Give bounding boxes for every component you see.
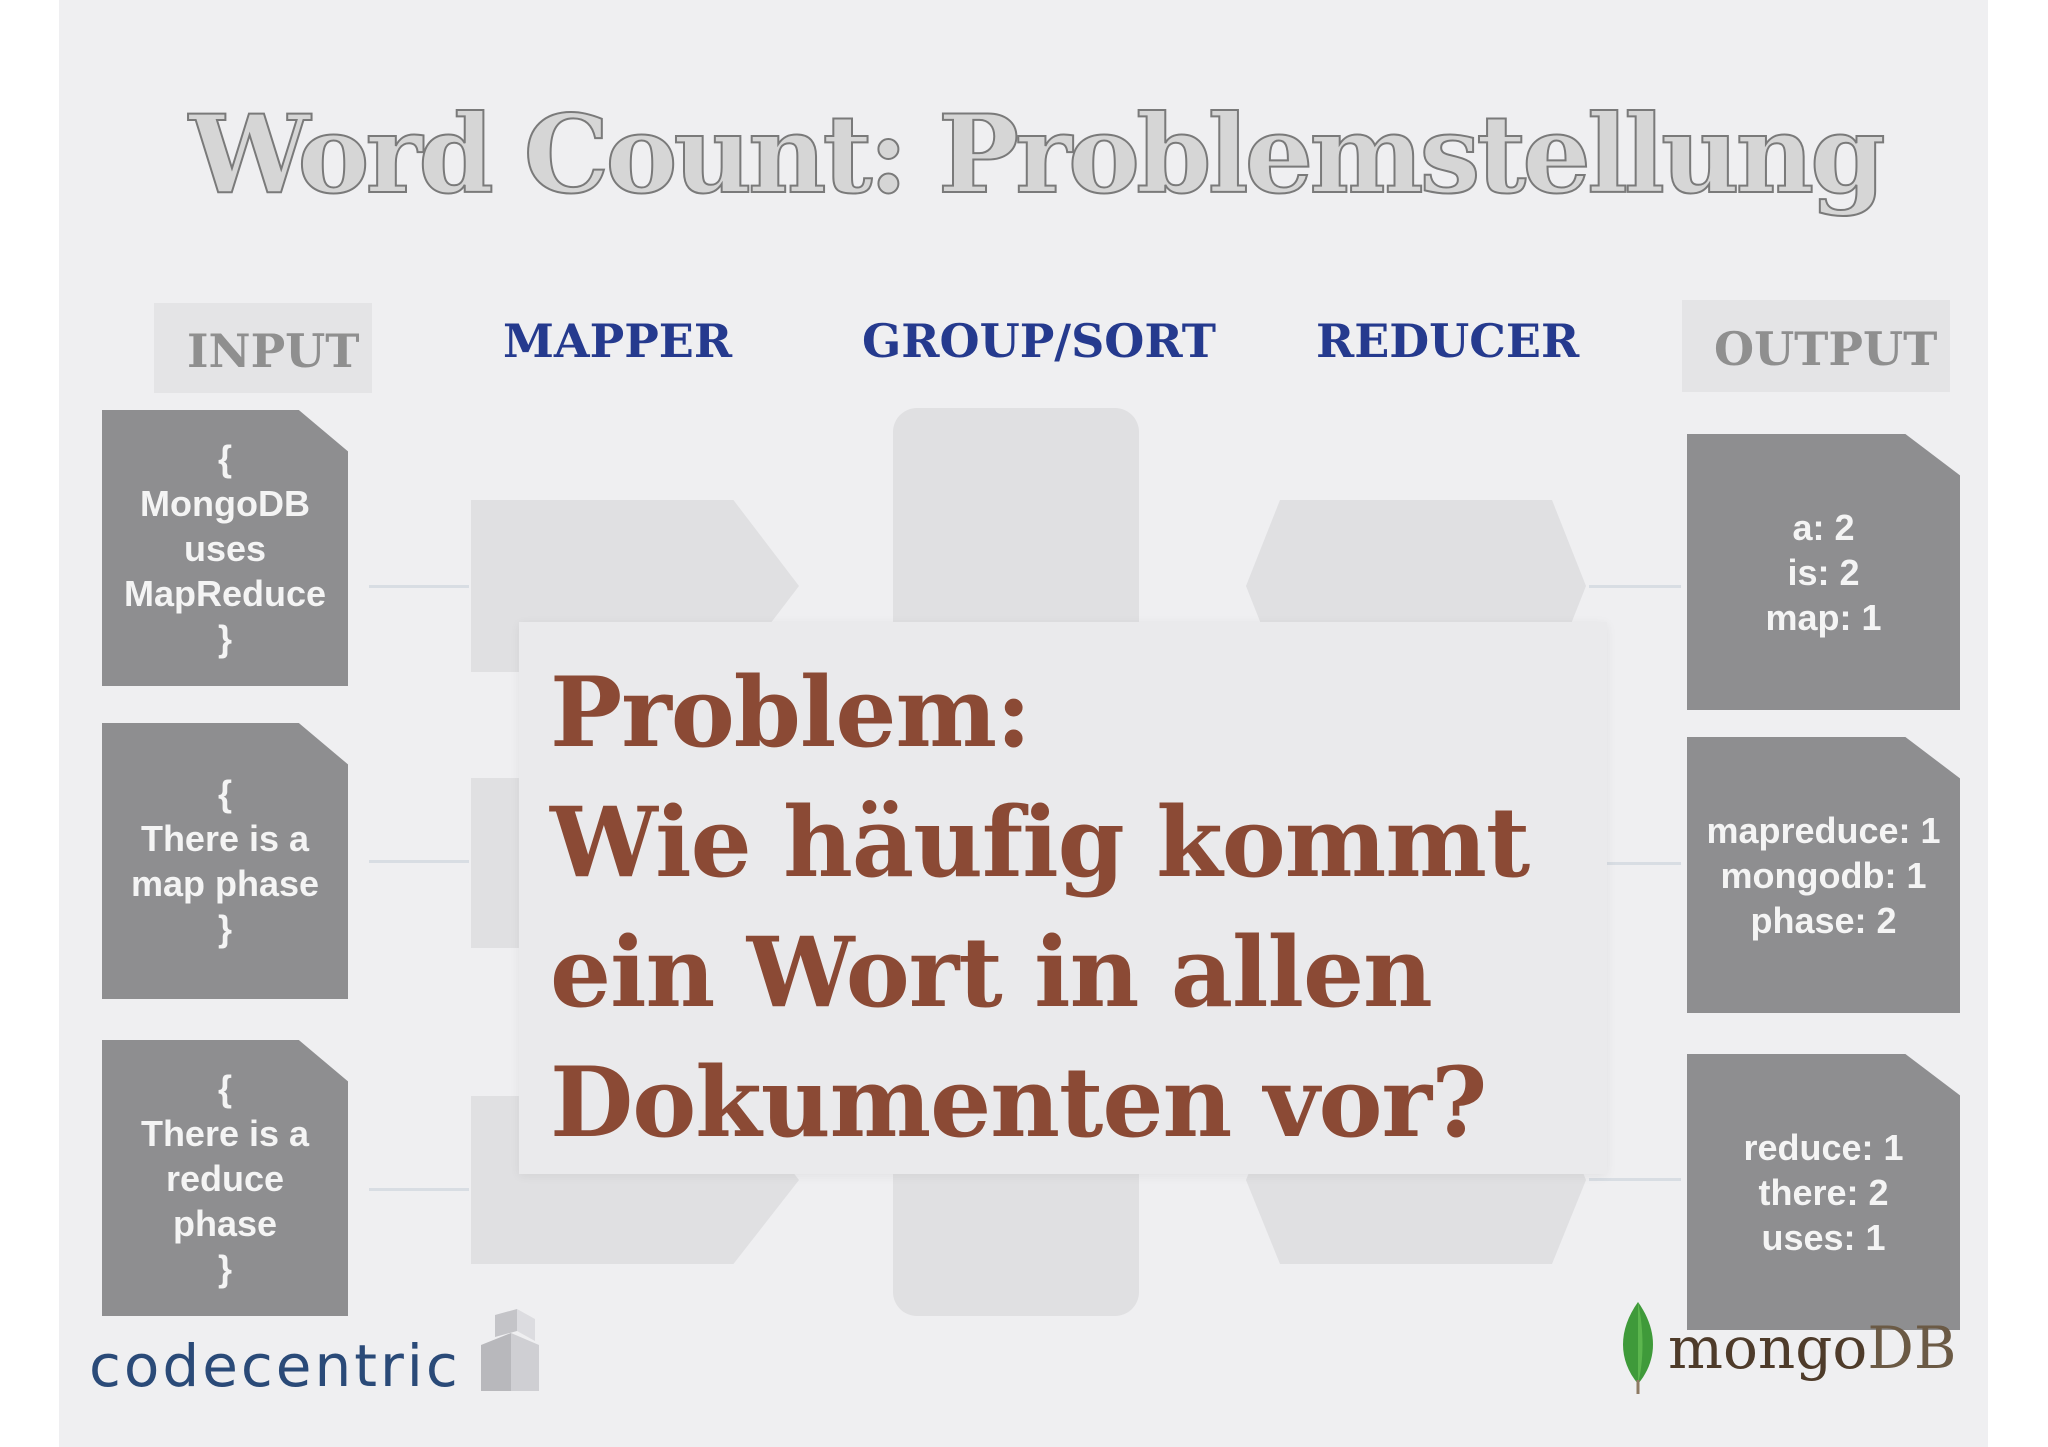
mapper-header: MAPPER (503, 314, 733, 368)
doc-line: uses (183, 527, 267, 569)
slide-title: Word Count: Problemstellung (188, 92, 1887, 218)
input-document: { There is a reduce phase } (102, 1040, 348, 1316)
doc-line: } (217, 1247, 232, 1289)
mongodb-wordmark-prefix: mongo (1668, 1314, 1868, 1382)
doc-line: } (217, 617, 232, 659)
input-header-box (154, 303, 372, 393)
reducer-header: REDUCER (1316, 314, 1580, 368)
doc-line: { (217, 1067, 232, 1109)
problem-line: Dokumenten vor? (550, 1046, 1487, 1159)
doc-line: There is a (140, 818, 310, 859)
output-arrow-2 (1589, 862, 1681, 865)
output-document: reduce: 1 there: 2 uses: 1 (1687, 1054, 1960, 1330)
doc-line: map: 1 (1765, 596, 1882, 638)
doc-line: mongodb: 1 (1720, 854, 1927, 896)
problem-statement: Problem: Wie häufig kommt ein Wort in al… (550, 648, 1590, 1168)
doc-line: reduce (165, 1157, 285, 1199)
doc-line: there: 2 (1758, 1171, 1889, 1213)
problem-overlay (519, 622, 1607, 1174)
output-document: mapreduce: 1 mongodb: 1 phase: 2 (1687, 737, 1960, 1013)
codecentric-cube-icon (480, 1309, 539, 1391)
input-arrow-1 (369, 585, 469, 588)
doc-line: There is a (140, 1112, 310, 1154)
doc-line: { (217, 437, 232, 479)
problem-line: ein Wort in allen (550, 916, 1433, 1029)
codecentric-wordmark: codecentric (89, 1332, 461, 1400)
input-document: { There is a map phase } (102, 723, 348, 999)
input-document: { MongoDB uses MapReduce } (102, 410, 348, 686)
doc-line: reduce: 1 (1743, 1126, 1904, 1168)
doc-line: mapreduce: 1 (1706, 809, 1941, 851)
doc-line: MongoDB (140, 482, 310, 524)
doc-line: a: 2 (1792, 506, 1855, 548)
doc-line: MapReduce (123, 572, 327, 614)
group-sort-header: GROUP/SORT (862, 314, 1217, 368)
output-header-box (1682, 300, 1950, 392)
doc-line: phase (172, 1202, 278, 1244)
codecentric-logo: codecentric (89, 1305, 543, 1395)
mongodb-wordmark: mongoDB (1668, 1319, 1956, 1377)
doc-line: is: 2 (1787, 551, 1860, 593)
mongodb-logo: mongoDB (1614, 1300, 1956, 1396)
slide: Word Count: Problemstellung INPUT MAPPER… (59, 0, 1988, 1447)
input-arrow-3 (369, 1188, 469, 1191)
doc-line: phase: 2 (1750, 899, 1897, 941)
output-arrow-3 (1589, 1178, 1681, 1181)
problem-line: Problem: (550, 656, 1031, 769)
mongodb-wordmark-suffix: DB (1867, 1314, 1957, 1382)
doc-line: { (217, 773, 232, 814)
doc-line: map phase (130, 863, 320, 904)
doc-line: } (217, 908, 232, 949)
output-arrow-1 (1589, 585, 1681, 588)
mongodb-leaf-icon (1623, 1302, 1653, 1394)
output-document: a: 2 is: 2 map: 1 (1687, 434, 1960, 710)
doc-line: uses: 1 (1761, 1216, 1886, 1258)
problem-line: Wie häufig kommt (550, 786, 1530, 899)
input-arrow-2 (369, 860, 469, 863)
input-header: INPUT (187, 324, 360, 378)
output-header: OUTPUT (1714, 322, 1938, 376)
